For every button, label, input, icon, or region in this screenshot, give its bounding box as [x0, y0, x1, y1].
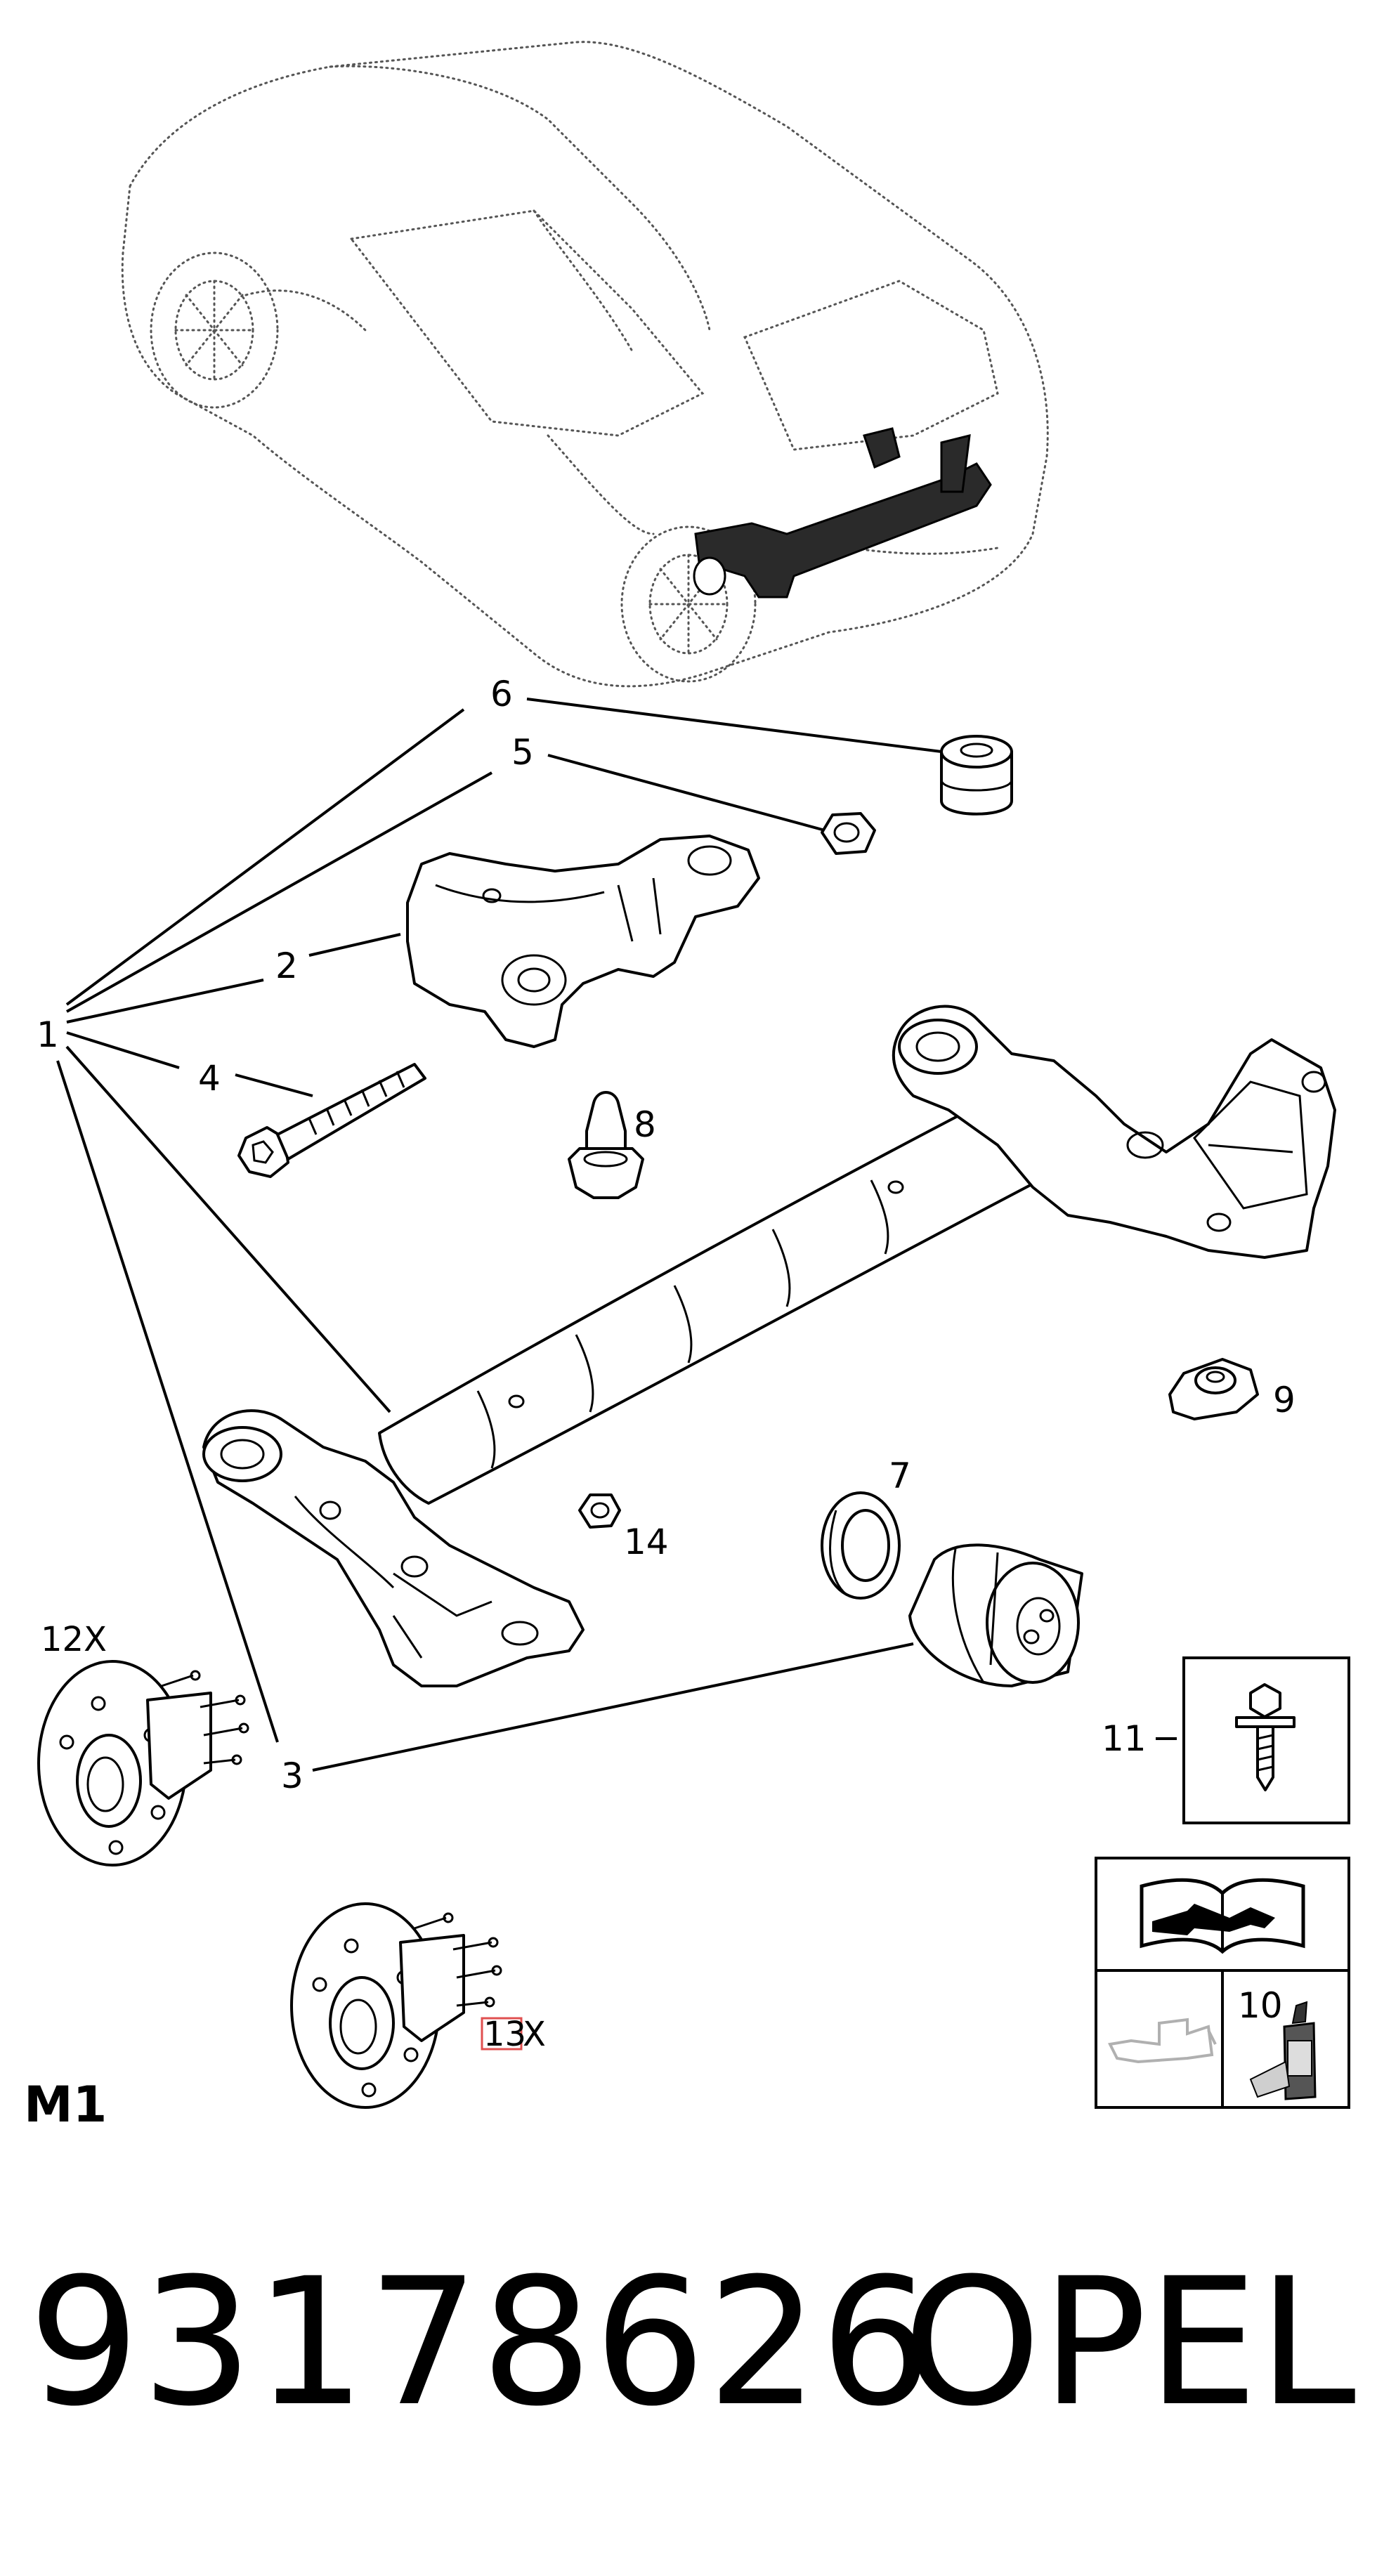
callout-6: 6: [490, 674, 513, 714]
part-6-bushing: [940, 735, 1013, 816]
callout-8: 8: [634, 1104, 656, 1145]
repair-manual-icon: [1140, 1878, 1305, 1954]
model-code: M1: [24, 2076, 107, 2133]
callout-1: 1: [37, 1014, 59, 1055]
part-number: 93178626: [28, 2240, 934, 2445]
brand-name: OPEL: [903, 2240, 1356, 2445]
part-4-bolt: [237, 1063, 426, 1178]
part-11-box: [1182, 1656, 1350, 1824]
callout-13-suffix: X: [523, 2015, 546, 2054]
part-7-washer: [821, 1491, 901, 1600]
callout-9: 9: [1273, 1380, 1296, 1420]
service-info-box: [1095, 1857, 1350, 2109]
part-14-nut: [578, 1493, 621, 1529]
callout-lines: [56, 698, 1177, 1772]
part-5-nut: [821, 812, 876, 855]
part-8-pin-bolt: [568, 1091, 644, 1199]
callout-11: 11: [1102, 1718, 1147, 1759]
car-outline-icon: [121, 41, 1049, 688]
callout-labels: 1 2 3 4 5 6 7 8 9 10 11 12X 13 X 14: [37, 674, 1296, 2054]
callout-13: 13: [483, 2015, 526, 2054]
part-1-rear-axle: [202, 1005, 1336, 1687]
part-13-wheel-hub: [290, 1902, 502, 2109]
part-3-bushing: [908, 1543, 1083, 1687]
callout-12: 12X: [41, 1620, 107, 1659]
callout-5: 5: [511, 732, 534, 773]
callout-10: 10: [1238, 1985, 1283, 2026]
callout-14: 14: [624, 1522, 669, 1562]
oil-can-icon: [1108, 2018, 1217, 2064]
part-12-wheel-hub: [37, 1660, 249, 1866]
callout-2: 2: [275, 946, 298, 986]
callout-7: 7: [889, 1456, 911, 1496]
part-9-clip-nut: [1168, 1358, 1259, 1420]
part-2-bracket: [406, 835, 760, 1048]
highlight-box-13: [481, 2017, 523, 2051]
adhesive-bottle-icon: [1249, 2001, 1317, 2100]
callout-4: 4: [198, 1058, 221, 1099]
callout-3: 3: [281, 1756, 304, 1796]
